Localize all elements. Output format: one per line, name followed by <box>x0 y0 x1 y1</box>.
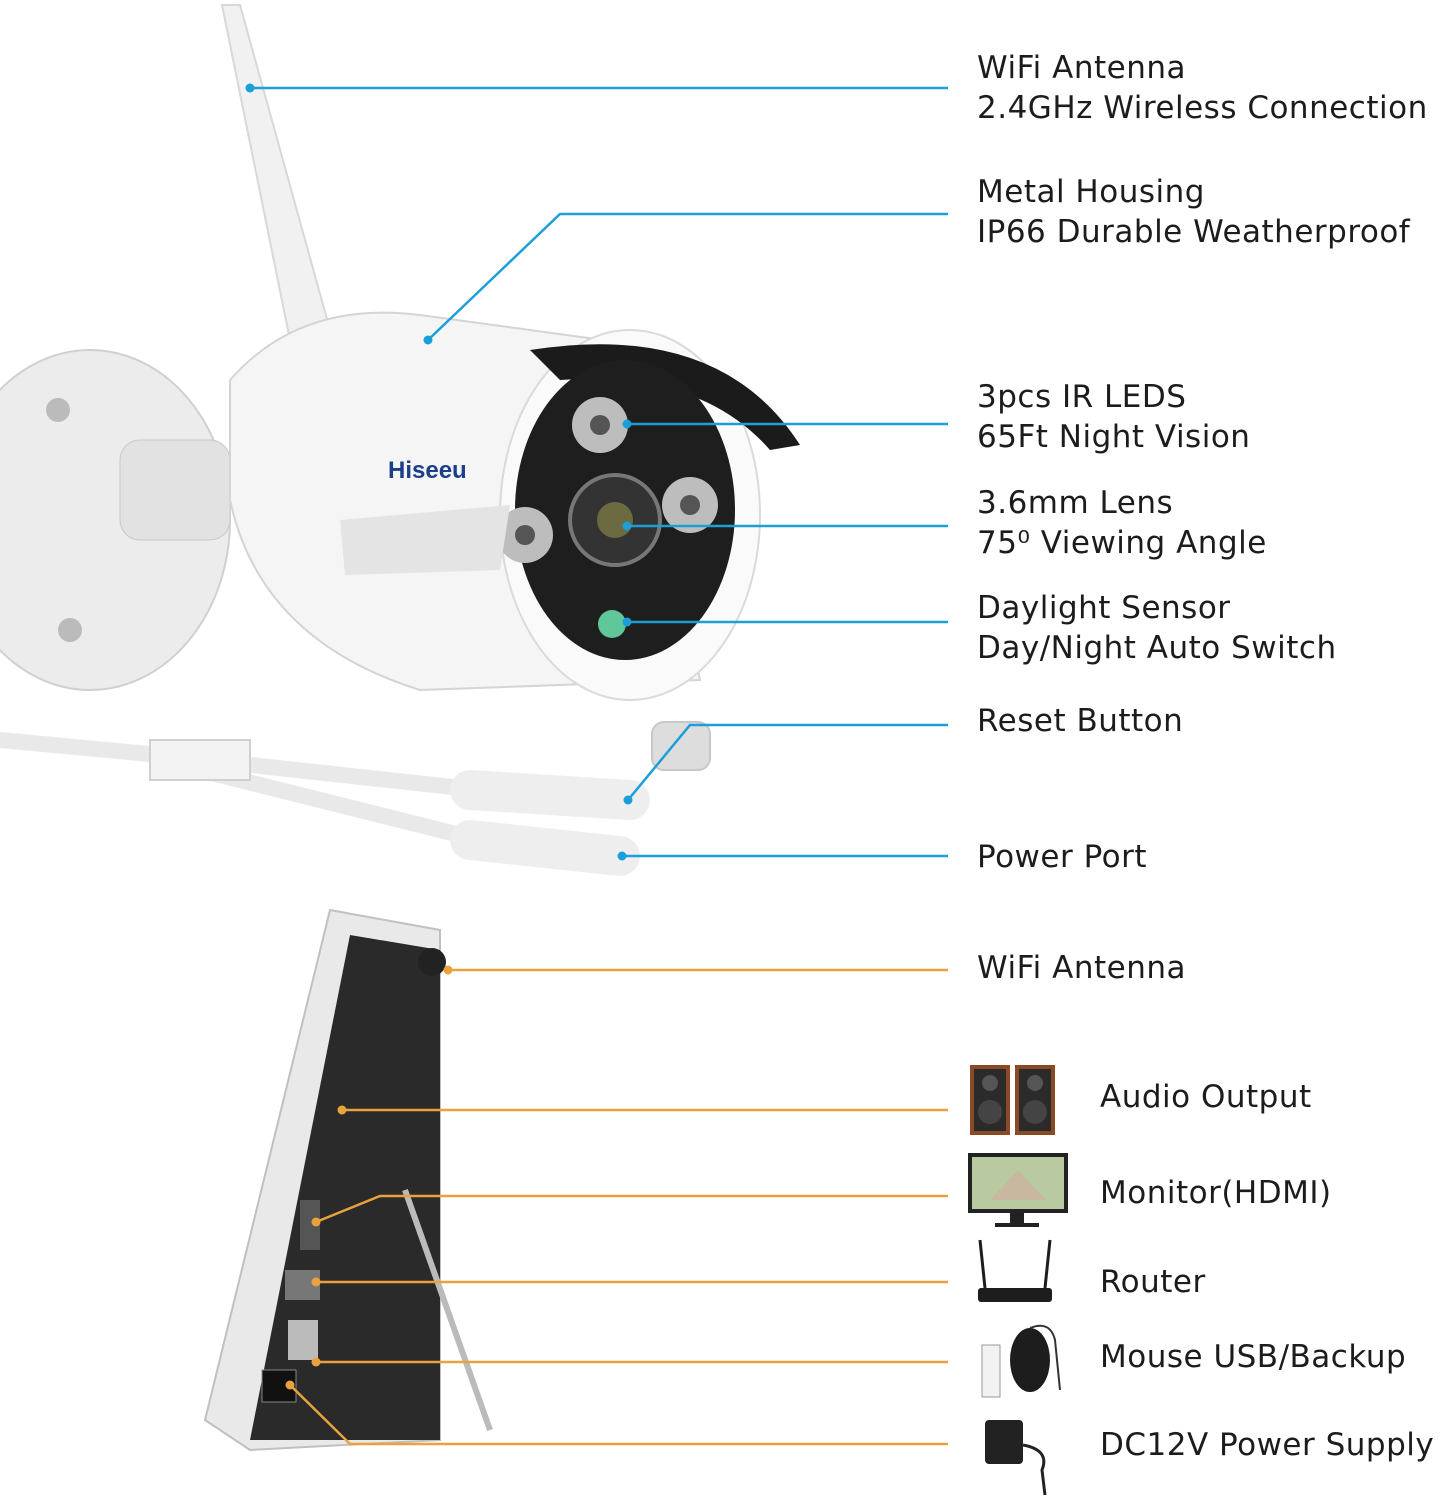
feature-title: 3.6mm Lens <box>977 485 1174 521</box>
callout-dot <box>311 1357 321 1367</box>
monitor-icon <box>968 1153 1068 1227</box>
callout-daylight-sensor: Daylight Sensor Day/Night Auto Switch <box>977 588 1337 668</box>
feature-subtitle: 75⁰ Viewing Angle <box>977 525 1267 561</box>
callout-wifi-antenna-nvr: WiFi Antenna <box>977 948 1186 988</box>
speakers-icon <box>970 1065 1055 1135</box>
feature-title: 3pcs IR LEDS <box>977 379 1187 415</box>
callout-wifi-antenna-camera: WiFi Antenna 2.4GHz Wireless Connection <box>977 48 1428 128</box>
feature-title: Monitor(HDMI) <box>1100 1175 1332 1211</box>
camera-antenna <box>220 4 332 342</box>
callout-dot <box>311 1277 321 1287</box>
callout-ir-leds: 3pcs IR LEDS 65Ft Night Vision <box>977 377 1250 457</box>
callout-power-supply: DC12V Power Supply <box>1100 1425 1434 1465</box>
feature-title: WiFi Antenna <box>977 50 1186 86</box>
callout-dot <box>423 335 433 345</box>
nvr-device <box>203 908 493 1452</box>
brand-logo: Hiseeu <box>388 457 467 484</box>
callout-monitor-hdmi: Monitor(HDMI) <box>1100 1173 1332 1213</box>
callout-line <box>315 1194 948 1224</box>
router-icon <box>978 1239 1052 1302</box>
callout-audio-output: Audio Output <box>1100 1077 1312 1117</box>
feature-title: Metal Housing <box>977 174 1205 210</box>
mouse-usb-icon <box>981 1324 1061 1398</box>
callout-dot <box>622 521 632 531</box>
power-adapter-icon <box>985 1420 1047 1496</box>
callout-dot <box>245 83 255 93</box>
feature-subtitle: Day/Night Auto Switch <box>977 630 1337 666</box>
callout-dot <box>311 1217 321 1227</box>
feature-title: Mouse USB/Backup <box>1100 1339 1407 1375</box>
callout-line <box>427 212 948 341</box>
feature-subtitle: 2.4GHz Wireless Connection <box>977 90 1428 126</box>
callout-dot <box>622 617 632 627</box>
callout-router: Router <box>1100 1262 1206 1302</box>
callout-lens: 3.6mm Lens 75⁰ Viewing Angle <box>977 483 1267 563</box>
callout-line <box>289 1384 948 1446</box>
feature-subtitle: IP66 Durable Weatherproof <box>977 214 1411 250</box>
feature-title: Power Port <box>977 839 1148 875</box>
callout-line <box>627 723 948 801</box>
feature-title: DC12V Power Supply <box>1100 1427 1435 1463</box>
feature-title: Audio Output <box>1100 1079 1312 1115</box>
callout-dot <box>622 419 632 429</box>
callout-metal-housing: Metal Housing IP66 Durable Weatherproof <box>977 172 1410 252</box>
callout-reset-button: Reset Button <box>977 701 1183 741</box>
callout-dot <box>285 1380 295 1390</box>
feature-title: Router <box>1100 1264 1206 1300</box>
callout-dot <box>337 1105 347 1115</box>
feature-subtitle: 65Ft Night Vision <box>977 419 1251 455</box>
camera-cables <box>0 721 711 876</box>
callout-power-port: Power Port <box>977 837 1147 877</box>
callout-mouse-usb: Mouse USB/Backup <box>1100 1337 1406 1377</box>
feature-title: WiFi Antenna <box>977 950 1186 986</box>
camera-wall-mount <box>0 349 231 691</box>
camera-body: Hiseeu <box>229 311 800 701</box>
feature-title: Reset Button <box>977 703 1184 739</box>
callout-dot <box>443 965 453 975</box>
feature-title: Daylight Sensor <box>977 590 1231 626</box>
callout-lines <box>245 83 948 1446</box>
callout-dot <box>617 851 627 861</box>
callout-dot <box>623 795 633 805</box>
